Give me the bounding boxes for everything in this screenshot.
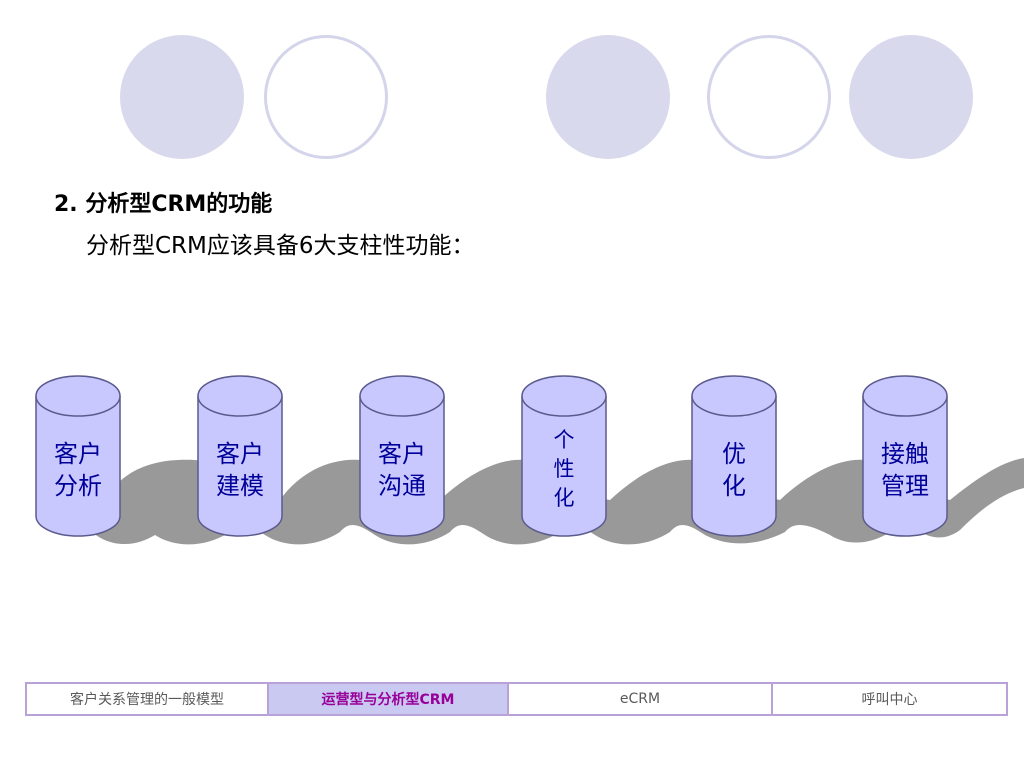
pillar-line: 分析 bbox=[54, 472, 102, 500]
pillar-label: 优 化 bbox=[690, 438, 778, 502]
section-subheading: 分析型CRM应该具备6大支柱性功能： bbox=[86, 233, 475, 259]
decor-circle-2 bbox=[264, 35, 388, 159]
tab-label: eCRM bbox=[619, 691, 661, 707]
pillar-optimization: 优 化 bbox=[690, 374, 778, 538]
section-heading: 2. 分析型CRM的功能 bbox=[54, 192, 273, 217]
decor-circle-5 bbox=[849, 35, 973, 159]
pillar-contact-management: 接触 管理 bbox=[861, 374, 949, 538]
pillar-customer-analysis: 客户 分析 bbox=[34, 374, 122, 538]
pillar-label: 客户 沟通 bbox=[358, 438, 446, 502]
pillar-customer-modeling: 客户 建模 bbox=[196, 374, 284, 538]
decor-circle-4 bbox=[707, 35, 831, 159]
pillar-line: 化 bbox=[553, 486, 575, 510]
decor-circle-3 bbox=[546, 35, 670, 159]
tab-label: 运营型与分析型CRM bbox=[321, 692, 455, 708]
pillar-line: 个 bbox=[553, 428, 575, 452]
tab-ecrm[interactable]: eCRM bbox=[507, 684, 771, 714]
decor-circle-1 bbox=[120, 35, 244, 159]
pillar-label: 接触 管理 bbox=[861, 438, 949, 502]
pillar-line: 化 bbox=[722, 472, 746, 500]
pillar-label: 客户 建模 bbox=[196, 438, 284, 502]
pillar-customer-communication: 客户 沟通 bbox=[358, 374, 446, 538]
pillar-line: 接触 bbox=[881, 440, 929, 468]
pillar-label: 客户 分析 bbox=[34, 438, 122, 502]
pillar-line: 建模 bbox=[216, 472, 264, 500]
pillar-line: 管理 bbox=[881, 472, 929, 500]
tab-operational-analytical-crm[interactable]: 运营型与分析型CRM bbox=[267, 684, 507, 714]
pillar-label: 个 性 化 bbox=[520, 426, 608, 513]
tab-label: 客户关系管理的一般模型 bbox=[70, 692, 224, 708]
pillar-line: 沟通 bbox=[378, 472, 426, 500]
pillar-line: 客户 bbox=[54, 440, 102, 468]
tab-label: 呼叫中心 bbox=[861, 692, 918, 708]
tab-call-center[interactable]: 呼叫中心 bbox=[771, 684, 1006, 714]
pillar-line: 客户 bbox=[216, 440, 264, 468]
pillar-line: 优 bbox=[722, 440, 746, 468]
pillar-line: 性 bbox=[553, 457, 575, 481]
tab-general-model[interactable]: 客户关系管理的一般模型 bbox=[27, 684, 267, 714]
section-tab-bar: 客户关系管理的一般模型 运营型与分析型CRM eCRM 呼叫中心 bbox=[25, 682, 1008, 716]
pillar-line: 客户 bbox=[378, 440, 426, 468]
pillar-personalization: 个 性 化 bbox=[520, 374, 608, 538]
